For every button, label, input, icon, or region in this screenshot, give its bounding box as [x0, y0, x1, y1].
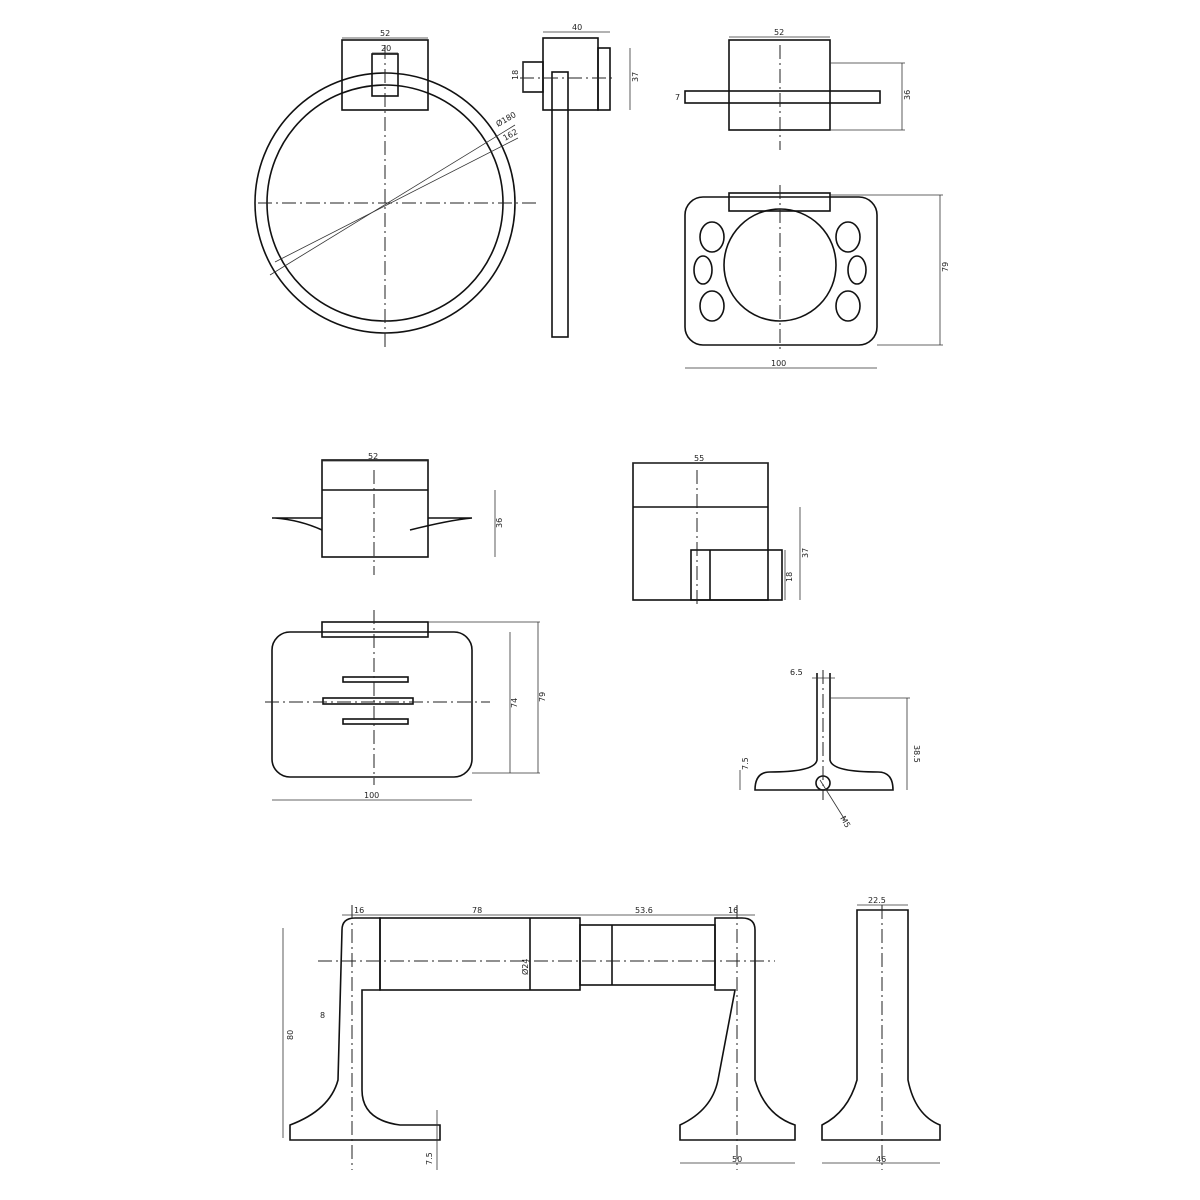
dim-height: 37 — [801, 548, 810, 558]
paper-holder-front-view: 16 78 53.6 16 Ø24 8 80 7.5 50 — [282, 905, 796, 1170]
soap-dish-side-view: 52 36 — [272, 452, 504, 575]
paper-holder-side-view: 22.5 46 — [821, 896, 941, 1170]
cup-side-view: 55 37 18 — [632, 454, 810, 605]
tumbler-holder-top-view: 79 100 — [684, 185, 950, 369]
dim-left: 16 — [354, 906, 364, 915]
dim-right: 16 — [728, 906, 738, 915]
dim-wall: 8 — [320, 1011, 325, 1020]
dim-screw: M5 — [838, 815, 852, 830]
dim-height: 79 — [941, 262, 950, 272]
towel-ring-side-view: 40 18 37 — [511, 23, 640, 338]
dim-height: 79 — [538, 692, 547, 702]
dim-height: 80 — [286, 1030, 295, 1040]
dim-width: 22.5 — [868, 896, 886, 905]
dim-inner-height: 74 — [510, 698, 519, 708]
dim-height: 37 — [631, 72, 640, 82]
soap-dish-top-view: 74 79 100 — [265, 610, 547, 801]
dim-span: 78 — [472, 906, 482, 915]
dim-height: 38.5 — [912, 745, 921, 763]
towel-ring-front-view: 52 20 Ø180 162 — [254, 29, 540, 348]
dim-width: 52 — [774, 28, 784, 37]
dim-foot: 46 — [876, 1155, 886, 1164]
dim-height: 36 — [495, 518, 504, 528]
dim-extension: 53.6 — [635, 906, 653, 915]
dim-inner-dia: 162 — [502, 127, 520, 142]
dim-width: 100 — [364, 791, 379, 800]
dim-foot: 50 — [732, 1155, 742, 1164]
dim-base: 7.5 — [741, 757, 750, 770]
dim-width: 52 — [368, 452, 378, 461]
dim-top: 6.5 — [790, 668, 803, 677]
dim-depth: 40 — [572, 23, 582, 32]
dim-width: 100 — [771, 359, 786, 368]
dim-rod: 18 — [511, 70, 520, 80]
towel-ring-top-view: 52 36 7 — [675, 28, 912, 150]
dim-width: 52 — [380, 29, 390, 38]
hook-side-view: 6.5 38.5 7.5 M5 — [739, 668, 921, 830]
dim-inner-width: 20 — [381, 44, 391, 53]
dim-height: 36 — [903, 90, 912, 100]
dim-dia: Ø24 — [520, 959, 530, 975]
dim-bar: 7 — [675, 93, 680, 102]
dim-base: 7.5 — [425, 1152, 434, 1165]
dim-inner: 18 — [785, 572, 794, 582]
dim-width: 55 — [694, 454, 704, 463]
